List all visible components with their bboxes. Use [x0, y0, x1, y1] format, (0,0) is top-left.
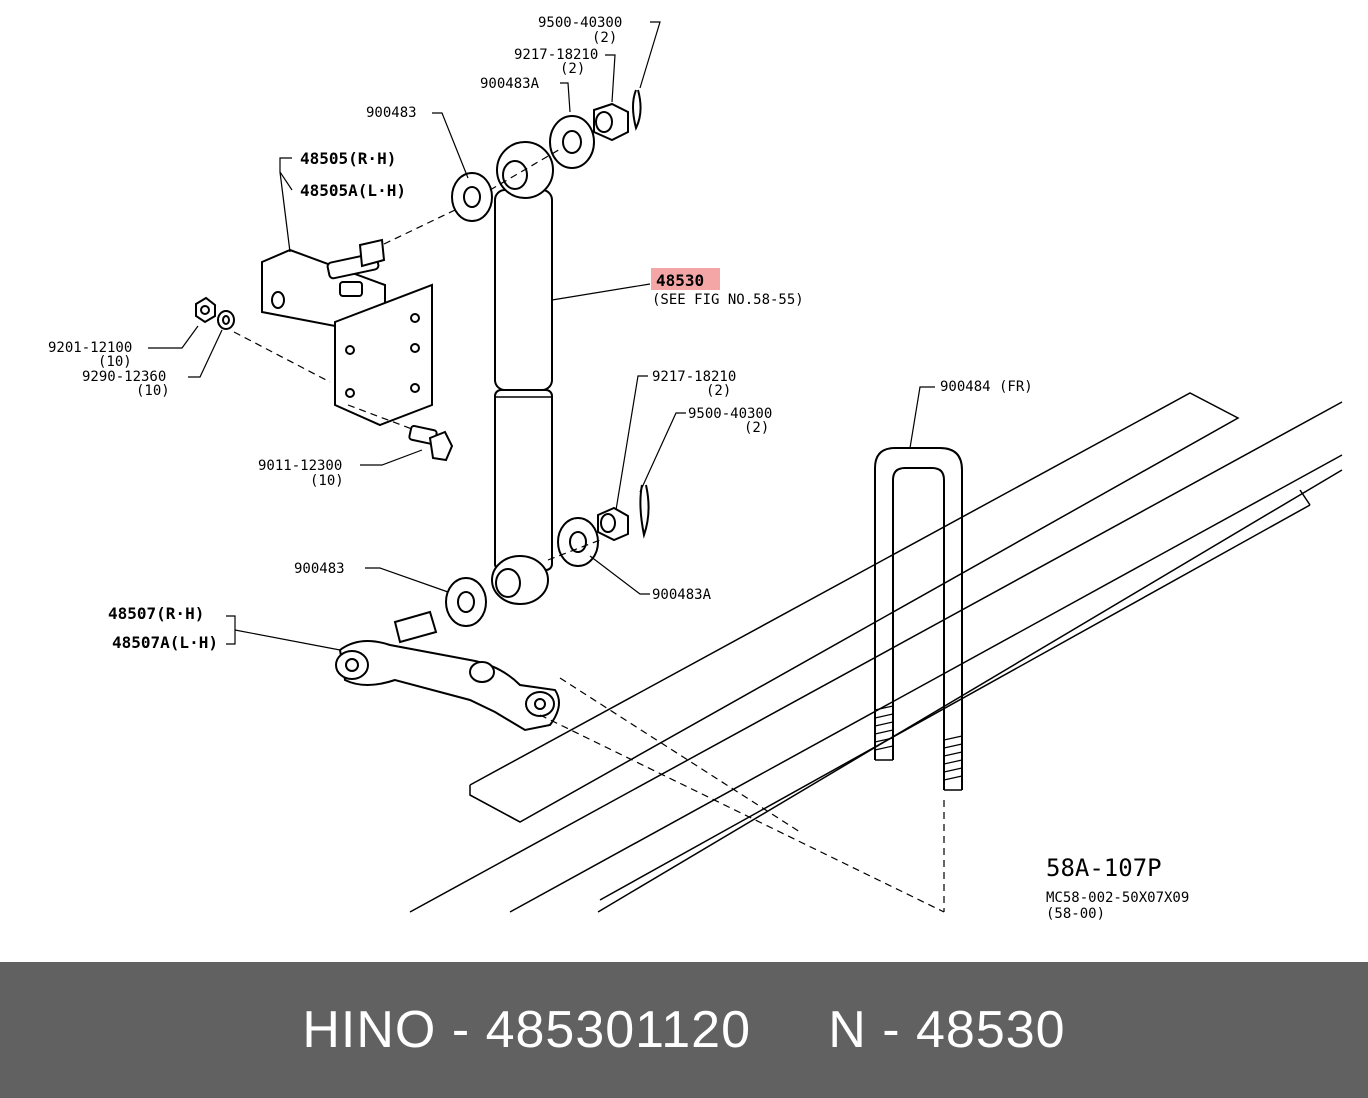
label-castle-nut-bottom: 9217-18210 — [652, 369, 736, 385]
label-shock-absorber-note: (SEE FIG NO.58-55) — [652, 292, 804, 308]
label-nut-qty: (10) — [98, 354, 132, 370]
leader-lines — [148, 21, 935, 651]
label-u-bolt: 900484 (FR) — [940, 379, 1033, 395]
label-cotter-pin-bottom-qty: (2) — [744, 420, 769, 436]
label-lock-washer-qty: (10) — [136, 383, 170, 399]
lower-hardware — [445, 484, 650, 627]
label-cotter-pin-top-qty: (2) — [592, 30, 617, 46]
footer-text: HINO - 485301120 N - 48530 — [302, 1001, 1066, 1059]
label-washer-top-a: 900483A — [480, 76, 540, 92]
label-cotter-pin-bottom: 9500-40300 — [688, 406, 772, 422]
label-washer-bottom-a: 900483A — [652, 587, 712, 603]
u-bolt — [874, 447, 963, 912]
fasteners — [195, 296, 454, 462]
upper-bracket — [233, 209, 456, 433]
figure-code: 58A-107P — [1046, 854, 1162, 882]
lower-bracket — [335, 610, 945, 913]
highlight-48530 — [651, 268, 720, 290]
upper-hardware — [451, 89, 642, 222]
label-castle-nut-top: 9217-18210 — [514, 47, 598, 63]
label-castle-nut-bottom-qty: (2) — [706, 383, 731, 399]
label-bracket-lower-rh: 48507(R·H) — [108, 604, 204, 623]
label-bracket-upper-lh: 48505A(L·H) — [300, 181, 406, 200]
figure-date: (58-00) — [1046, 906, 1105, 922]
label-shock-absorber: 48530 — [656, 271, 704, 290]
parts-diagram: 9500-40300 (2) 9217-18210 (2) 900483A 90… — [48, 15, 1343, 922]
label-castle-nut-top-qty: (2) — [560, 61, 585, 77]
label-bracket-lower-lh: 48507A(L·H) — [112, 633, 218, 652]
label-washer-bottom: 900483 — [294, 561, 345, 577]
label-bracket-upper-rh: 48505(R·H) — [300, 149, 396, 168]
label-lock-washer: 9290-12360 — [82, 369, 166, 385]
label-nut: 9201-12100 — [48, 340, 132, 356]
part-number-footer: HINO - 485301120 N - 48530 — [0, 962, 1368, 1098]
figure-ref: MC58-002-50X07X09 — [1046, 890, 1189, 906]
label-bolt-qty: (10) — [310, 473, 344, 489]
label-washer-top: 900483 — [366, 105, 417, 121]
label-cotter-pin-top: 9500-40300 — [538, 15, 622, 31]
part-labels: 9500-40300 (2) 9217-18210 (2) 900483A 90… — [48, 15, 1189, 922]
label-bolt: 9011-12300 — [258, 458, 342, 474]
shock-absorber — [491, 141, 554, 605]
